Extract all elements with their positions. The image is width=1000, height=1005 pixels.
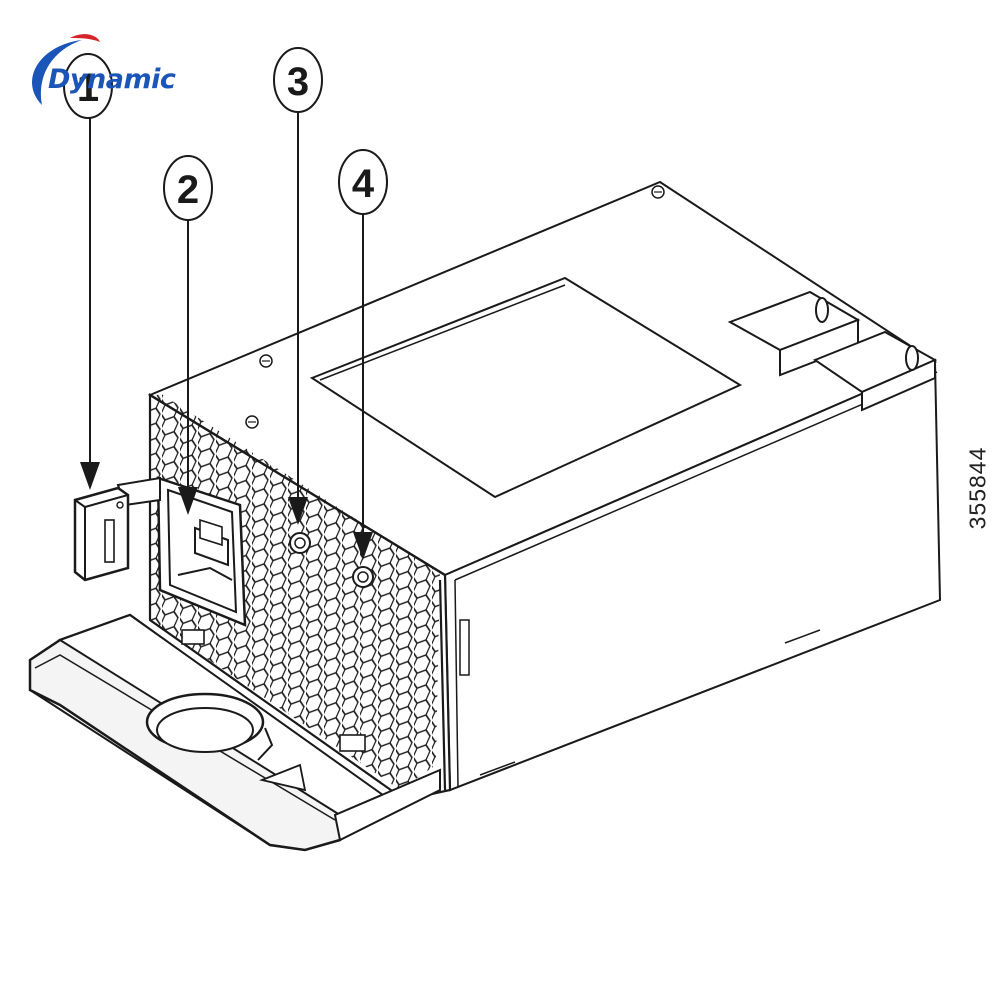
side-slot xyxy=(459,619,470,676)
logo-swoosh-icon xyxy=(32,34,100,105)
callout-1-number: 1 xyxy=(77,66,99,110)
vent-grill xyxy=(150,393,440,790)
release-latch xyxy=(73,476,161,582)
callout-4: 4 xyxy=(338,149,388,215)
power-inlet xyxy=(156,476,247,627)
callout-2: 2 xyxy=(163,155,213,221)
callout-4-number: 4 xyxy=(352,162,375,206)
callout-1: 1 xyxy=(63,53,113,119)
led-indicator-4 xyxy=(352,566,374,588)
callout-leaders xyxy=(80,112,373,560)
screw-top-left-1 xyxy=(259,354,273,368)
led-indicator-3 xyxy=(289,532,311,554)
callout-3-number: 3 xyxy=(287,60,309,104)
rear-connector xyxy=(727,290,938,412)
figure-id: 355844 xyxy=(964,446,991,530)
handle-tray xyxy=(28,613,441,852)
logo-text: Dynamic xyxy=(48,64,176,95)
screw-top-left-2 xyxy=(245,415,259,429)
screw-top-right xyxy=(651,185,665,199)
callout-3: 3 xyxy=(273,47,323,113)
callout-2-number: 2 xyxy=(177,168,199,212)
top-label-panel xyxy=(309,276,743,499)
